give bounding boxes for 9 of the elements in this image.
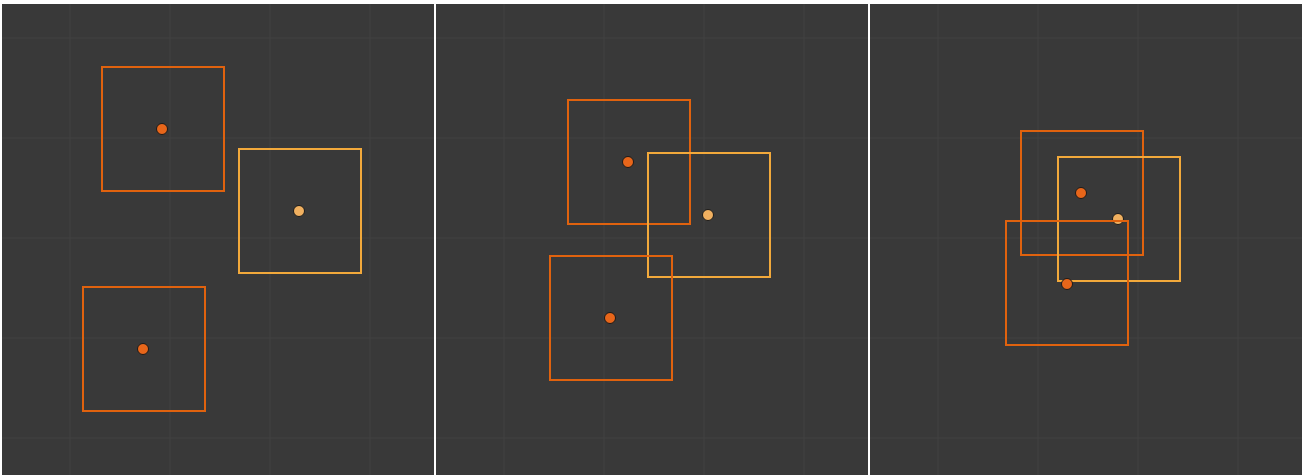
selection-square <box>1005 220 1129 346</box>
selection-square <box>1020 130 1144 256</box>
selection-square <box>549 255 673 381</box>
selection-square <box>101 66 225 192</box>
selection-square <box>647 152 771 278</box>
selection-square <box>238 148 362 274</box>
selection-square <box>567 99 691 225</box>
selection-square <box>1057 156 1181 282</box>
selection-square <box>82 286 206 412</box>
